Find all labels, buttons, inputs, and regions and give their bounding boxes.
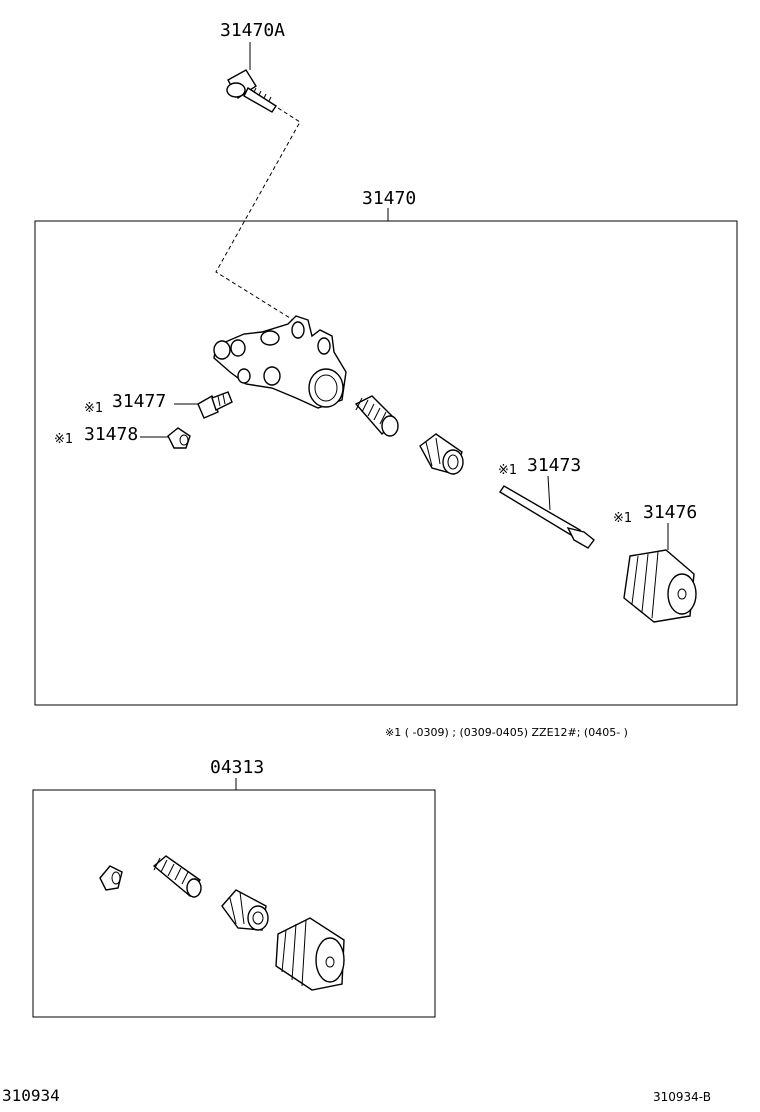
label-31478[interactable]: 31478 bbox=[84, 424, 138, 445]
kit-boot-icon[interactable] bbox=[275, 917, 345, 991]
leader-31473 bbox=[547, 475, 551, 511]
bleeder-plug-icon[interactable] bbox=[197, 391, 233, 419]
bolt-icon[interactable] bbox=[226, 69, 277, 113]
bleeder-cap-icon[interactable] bbox=[167, 427, 191, 449]
applicability-note: ※1 ( -0309) ; (0309-0405) ZZE12#; (0405-… bbox=[385, 726, 628, 739]
push-rod-icon[interactable] bbox=[499, 485, 595, 549]
diagram-code-variant: 310934-B bbox=[653, 1090, 711, 1104]
bolt-install-path bbox=[215, 107, 307, 329]
star-31477: ※1 bbox=[84, 401, 103, 416]
cylinder-body-icon[interactable] bbox=[213, 315, 347, 409]
diagram-code: 310934 bbox=[2, 1086, 60, 1105]
cylinder-assy-box bbox=[34, 220, 738, 706]
kit-piston-icon[interactable] bbox=[221, 889, 269, 931]
label-31470a[interactable]: 31470A bbox=[220, 20, 285, 41]
star-31476: ※1 bbox=[613, 511, 632, 526]
piston-icon[interactable] bbox=[419, 433, 464, 475]
star-31473: ※1 bbox=[498, 463, 517, 478]
kit-spring-icon[interactable] bbox=[152, 855, 202, 898]
star-31478: ※1 bbox=[54, 432, 73, 447]
boot-icon[interactable] bbox=[623, 549, 697, 623]
label-31476[interactable]: 31476 bbox=[643, 502, 697, 523]
repair-kit-box bbox=[32, 789, 436, 1018]
piston-spring-icon[interactable] bbox=[354, 395, 399, 437]
label-31477[interactable]: 31477 bbox=[112, 391, 166, 412]
label-04313[interactable]: 04313 bbox=[210, 757, 264, 778]
label-31470[interactable]: 31470 bbox=[362, 188, 416, 209]
label-31473[interactable]: 31473 bbox=[527, 455, 581, 476]
kit-cap-icon[interactable] bbox=[99, 865, 123, 891]
